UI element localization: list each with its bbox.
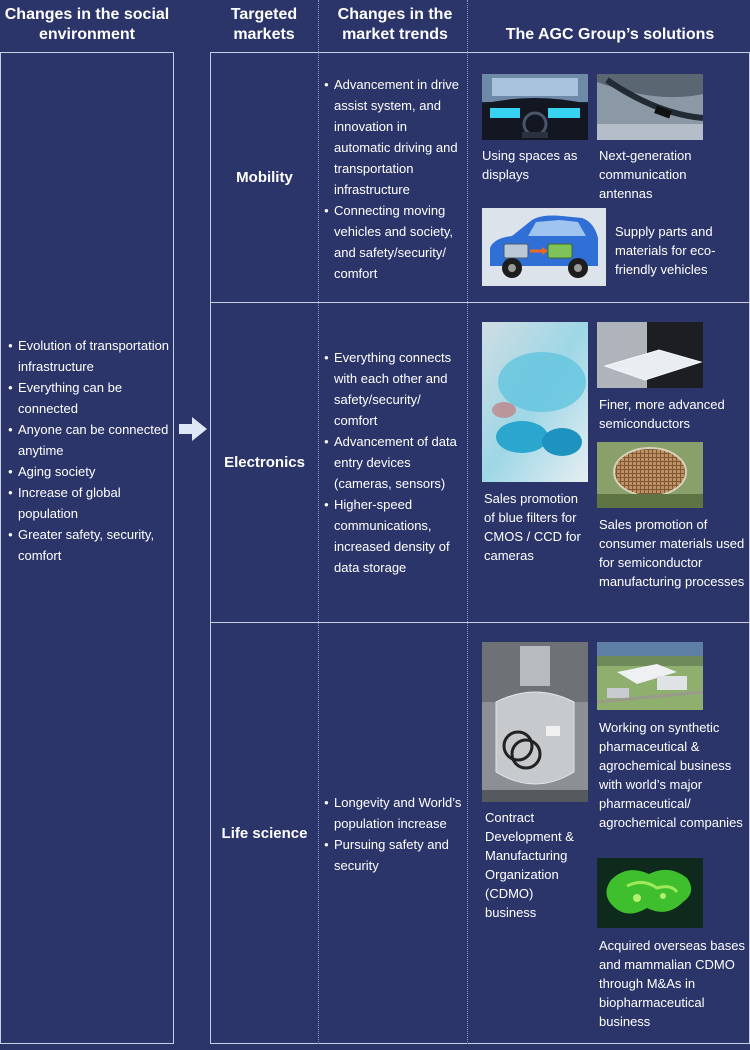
list-item: Longevity and World’s population increas… bbox=[324, 792, 464, 834]
list-item: Aging society bbox=[8, 461, 172, 482]
solution-caption: Acquired overseas bases and mammalian CD… bbox=[599, 938, 745, 1029]
electronics-trend-list: Everything connects with each other and … bbox=[324, 347, 464, 578]
market-life-science: Life science bbox=[221, 825, 308, 842]
solution-caption: Contract Development & Manufacturing Org… bbox=[485, 810, 574, 920]
glass-wafer-photo bbox=[597, 322, 703, 388]
reactor-vessel-photo bbox=[482, 642, 588, 802]
car-interior-display-photo bbox=[482, 74, 588, 140]
list-item: Everything connects with each other and … bbox=[324, 347, 464, 431]
row-divider bbox=[210, 622, 750, 623]
list-item: Increase of global population bbox=[8, 482, 172, 524]
eco-vehicle-illustration bbox=[482, 208, 606, 286]
solution-caption: Supply parts and materials for eco-frien… bbox=[615, 224, 716, 277]
solution-caption: Next-generation communication antennas bbox=[599, 148, 692, 201]
list-item: Anyone can be connected anytime bbox=[8, 419, 172, 461]
list-item: Advancement of data entry devices (camer… bbox=[324, 431, 464, 494]
list-item: Higher-speed communications, increased d… bbox=[324, 494, 464, 578]
solution-caption: Sales promotion of blue filters for CMOS… bbox=[484, 491, 581, 563]
factory-aerial-photo bbox=[597, 642, 703, 710]
header-market-trends: Changes in the market trends bbox=[337, 6, 453, 43]
solution-caption: Working on synthetic pharmaceutical & ag… bbox=[599, 720, 743, 830]
header-divider bbox=[318, 0, 319, 52]
column-divider bbox=[318, 52, 319, 1044]
header-social-environment: Changes in the social environment bbox=[4, 6, 170, 43]
list-item: Connecting moving vehicles and society, … bbox=[324, 200, 464, 284]
list-item: Pursuing safety and security bbox=[324, 834, 464, 876]
social-change-list: Evolution of transportation infrastructu… bbox=[8, 335, 172, 566]
market-mobility: Mobility bbox=[236, 168, 293, 186]
header-agc-solutions: The AGC Group’s solutions bbox=[505, 26, 715, 43]
row-divider bbox=[210, 302, 750, 303]
header-divider bbox=[467, 0, 468, 52]
column-divider bbox=[467, 52, 468, 1044]
blue-filter-photo bbox=[482, 322, 588, 482]
list-item: Evolution of transportation infrastructu… bbox=[8, 335, 172, 377]
right-arrow-icon bbox=[179, 417, 207, 441]
semiconductor-wafer-photo bbox=[597, 442, 703, 508]
mobility-trend-list: Advancement in drive assist system, and … bbox=[324, 74, 464, 284]
green-cell-photo bbox=[597, 858, 703, 928]
solution-caption: Sales promotion of consumer materials us… bbox=[599, 517, 745, 589]
list-item: Everything can be connected bbox=[8, 377, 172, 419]
life-science-trend-list: Longevity and World’s population increas… bbox=[324, 792, 464, 876]
list-item: Greater safety, security, comfort bbox=[8, 524, 172, 566]
market-electronics: Electronics bbox=[224, 454, 305, 471]
solution-caption: Finer, more advanced semiconductors bbox=[599, 397, 725, 431]
header-targeted-markets: Targeted markets bbox=[230, 6, 298, 43]
windshield-antenna-photo bbox=[597, 74, 703, 140]
list-item: Advancement in drive assist system, and … bbox=[324, 74, 464, 200]
social-environment-panel: Evolution of transportation infrastructu… bbox=[0, 52, 174, 1044]
solution-caption: Using spaces as displays bbox=[482, 148, 578, 182]
